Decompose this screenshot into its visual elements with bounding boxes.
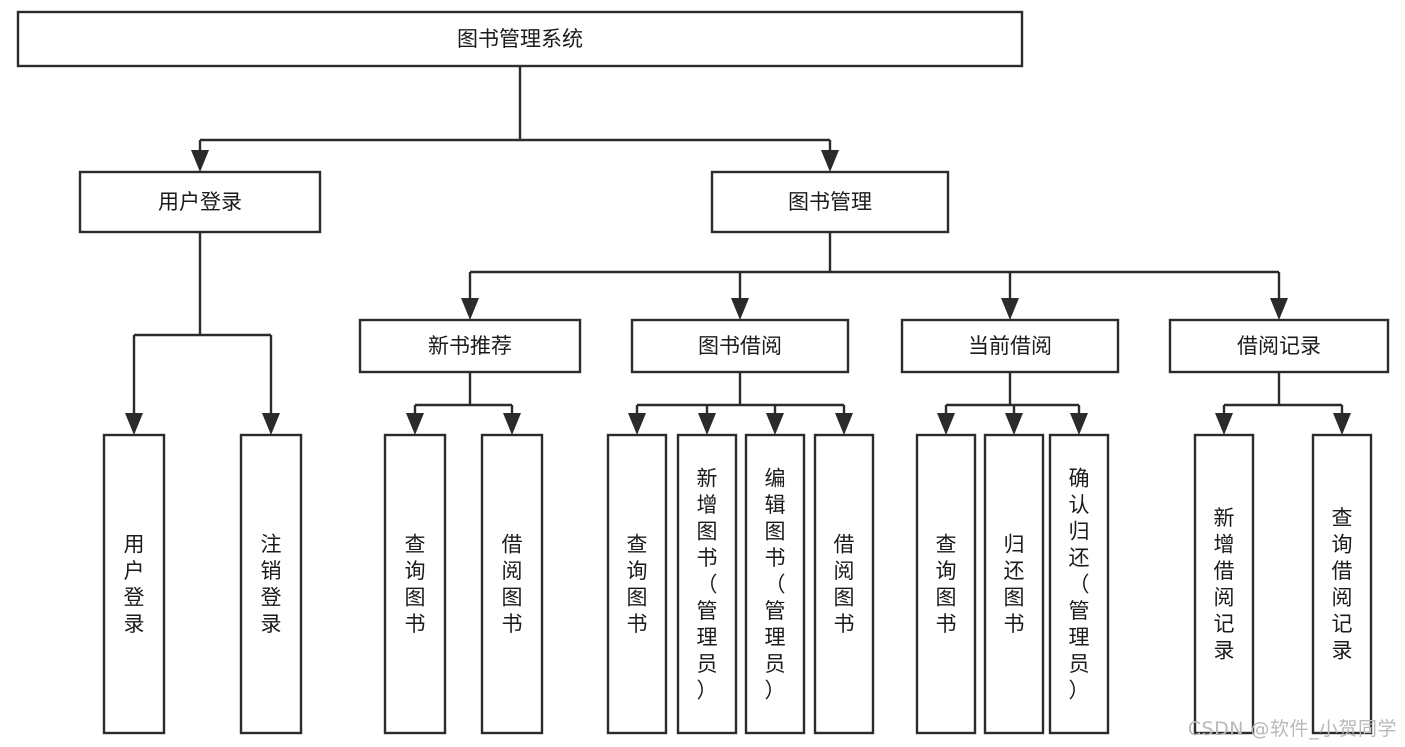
node-label: 查询图书	[627, 533, 648, 637]
node-leaf-16[interactable]: 归还图书	[983, 433, 1045, 735]
node-label: 用户登录	[124, 533, 145, 637]
node-leaf-10[interactable]: 借阅图书	[480, 433, 544, 735]
edge-group-3	[406, 372, 521, 435]
node-label: 图书管理系统	[457, 27, 583, 51]
node-level2-1[interactable]: 用户登录	[78, 170, 322, 234]
node-level2-2[interactable]: 图书管理	[710, 170, 950, 234]
arrow-head	[731, 298, 749, 320]
node-leaf-18[interactable]: 新增借阅记录	[1193, 433, 1255, 735]
node-leaf-19[interactable]: 查询借阅记录	[1311, 433, 1373, 735]
arrow-head	[821, 150, 839, 172]
node-box[interactable]	[630, 318, 850, 374]
node-leaf-17[interactable]: 确认归还（管理员）	[1048, 433, 1110, 735]
node-leaf-8[interactable]: 注销登录	[239, 433, 303, 735]
arrow-head	[1215, 413, 1233, 435]
node-label: 借阅记录	[1237, 334, 1321, 358]
edge-group-5	[937, 372, 1088, 435]
node-box[interactable]	[78, 170, 322, 234]
node-label: 当前借阅	[968, 334, 1052, 358]
node-label: 查询图书	[936, 533, 957, 637]
node-layer: 图书管理系统用户登录图书管理新书推荐图书借阅当前借阅借阅记录用户登录注销登录查询…	[16, 10, 1390, 735]
node-leaf-15[interactable]: 查询图书	[915, 433, 977, 735]
arrow-head	[1270, 298, 1288, 320]
edge-group-2	[125, 232, 280, 435]
node-label: 借阅图书	[502, 533, 523, 637]
node-leaf-14[interactable]: 借阅图书	[813, 433, 875, 735]
arrow-head	[1001, 298, 1019, 320]
arrow-head	[1070, 413, 1088, 435]
node-label: 确认归还（管理员）	[1069, 466, 1090, 702]
node-leaf-7[interactable]: 用户登录	[102, 433, 166, 735]
node-box[interactable]	[983, 433, 1045, 735]
arrow-head	[1333, 413, 1351, 435]
node-box[interactable]	[358, 318, 582, 374]
arrow-head	[766, 413, 784, 435]
node-leaf-11[interactable]: 查询图书	[606, 433, 668, 735]
arrow-head	[698, 413, 716, 435]
arrow-head	[262, 413, 280, 435]
edge-group-6	[1215, 372, 1351, 435]
node-box[interactable]	[915, 433, 977, 735]
node-label: 图书管理	[788, 190, 872, 214]
node-box[interactable]	[102, 433, 166, 735]
node-box[interactable]	[1193, 433, 1255, 735]
edge-group-1	[461, 232, 1288, 320]
arrow-head	[406, 413, 424, 435]
node-box[interactable]	[710, 170, 950, 234]
node-box[interactable]	[1311, 433, 1373, 735]
arrow-head	[191, 150, 209, 172]
arrow-head	[937, 413, 955, 435]
node-box[interactable]	[606, 433, 668, 735]
node-level3-4[interactable]: 图书借阅	[630, 318, 850, 374]
connector-layer	[125, 66, 1351, 435]
arrow-head	[125, 413, 143, 435]
node-box[interactable]	[676, 433, 738, 735]
node-leaf-9[interactable]: 查询图书	[383, 433, 447, 735]
node-label: 查询图书	[405, 533, 426, 637]
node-label: 新增图书（管理员）	[697, 466, 718, 702]
arrow-head	[1005, 413, 1023, 435]
node-box[interactable]	[900, 318, 1120, 374]
node-label: 注销登录	[261, 533, 282, 637]
node-label: 用户登录	[158, 190, 242, 214]
node-label: 新增借阅记录	[1214, 506, 1235, 663]
node-label: 编辑图书（管理员）	[765, 466, 786, 702]
node-box[interactable]	[383, 433, 447, 735]
node-root-0[interactable]: 图书管理系统	[16, 10, 1024, 68]
node-label: 新书推荐	[428, 334, 512, 358]
node-label: 归还图书	[1004, 533, 1025, 637]
node-label: 查询借阅记录	[1332, 506, 1353, 663]
node-box[interactable]	[744, 433, 806, 735]
node-level3-6[interactable]: 借阅记录	[1168, 318, 1390, 374]
node-label: 图书借阅	[698, 334, 782, 358]
node-box[interactable]	[813, 433, 875, 735]
arrow-head	[503, 413, 521, 435]
node-box[interactable]	[480, 433, 544, 735]
node-leaf-13[interactable]: 编辑图书（管理员）	[744, 433, 806, 735]
edge-group-0	[191, 66, 839, 172]
arrow-head	[628, 413, 646, 435]
csdn-watermark: CSDN @软件_小贺同学	[1187, 718, 1397, 740]
node-box[interactable]	[239, 433, 303, 735]
node-label: 借阅图书	[834, 533, 855, 637]
node-box[interactable]	[16, 10, 1024, 68]
node-box[interactable]	[1048, 433, 1110, 735]
node-level3-5[interactable]: 当前借阅	[900, 318, 1120, 374]
node-leaf-12[interactable]: 新增图书（管理员）	[676, 433, 738, 735]
arrow-head	[461, 298, 479, 320]
edge-group-4	[628, 372, 853, 435]
node-level3-3[interactable]: 新书推荐	[358, 318, 582, 374]
node-box[interactable]	[1168, 318, 1390, 374]
arrow-head	[835, 413, 853, 435]
